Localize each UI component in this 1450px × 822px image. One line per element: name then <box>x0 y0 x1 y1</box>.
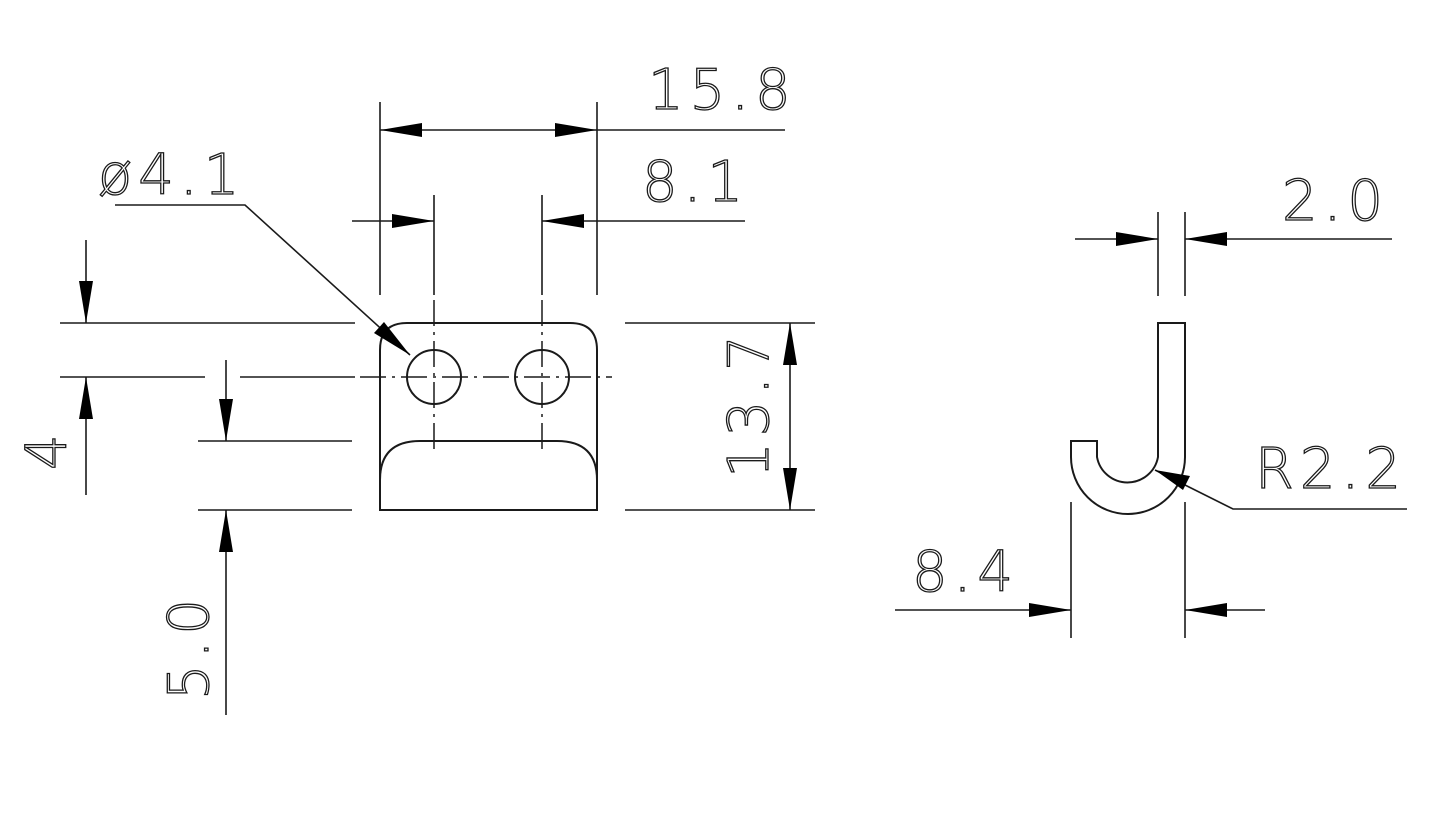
dimension-hole-diameter: ø4.1 <box>97 142 411 356</box>
bend-line <box>379 440 598 481</box>
dim-label-8-1: 8.1 <box>642 150 749 215</box>
part-outline <box>379 322 598 511</box>
dimension-bend-offset: 5.0 <box>156 360 352 715</box>
arrowhead <box>380 123 422 137</box>
side-view <box>1070 322 1186 515</box>
dim-label-8-4: 8.4 <box>912 540 1019 605</box>
hook-profile <box>1070 322 1186 515</box>
arrowhead <box>555 123 597 137</box>
arrowhead <box>79 377 93 419</box>
arrowhead <box>783 323 797 365</box>
arrowhead <box>1185 232 1227 246</box>
dim-label-2-0: 2.0 <box>1282 169 1389 234</box>
dim-label-dia-4-1: ø4.1 <box>98 143 245 208</box>
arrowhead <box>542 214 584 228</box>
front-view <box>360 300 612 511</box>
dimension-overall-height: 13.7 <box>625 322 815 511</box>
arrowhead <box>1185 603 1227 617</box>
arrowhead <box>374 322 410 355</box>
arrowhead <box>1155 470 1190 490</box>
dim-label-r2-2: R2.2 <box>1255 437 1407 502</box>
dim-label-15-8: 15.8 <box>648 58 797 123</box>
dimension-hole-offset: 4 <box>14 240 355 495</box>
dimension-thickness: 2.0 <box>1075 168 1392 296</box>
arrowhead <box>219 510 233 552</box>
arrowhead <box>1116 232 1158 246</box>
dim-label-4: 4 <box>15 428 80 470</box>
arrowhead <box>1029 603 1071 617</box>
arrowhead <box>392 214 434 228</box>
dimension-overall-width: 15.8 <box>379 57 797 295</box>
dimension-hook-width: 8.4 <box>895 502 1265 638</box>
dimension-bend-radius: R2.2 <box>1154 436 1407 510</box>
dim-label-13-7: 13.7 <box>717 329 782 478</box>
arrowhead <box>219 399 233 441</box>
dim-label-5-0: 5.0 <box>157 593 222 700</box>
arrowhead <box>79 281 93 323</box>
dimension-hole-spacing: 8.1 <box>352 149 749 295</box>
arrowhead <box>783 468 797 510</box>
